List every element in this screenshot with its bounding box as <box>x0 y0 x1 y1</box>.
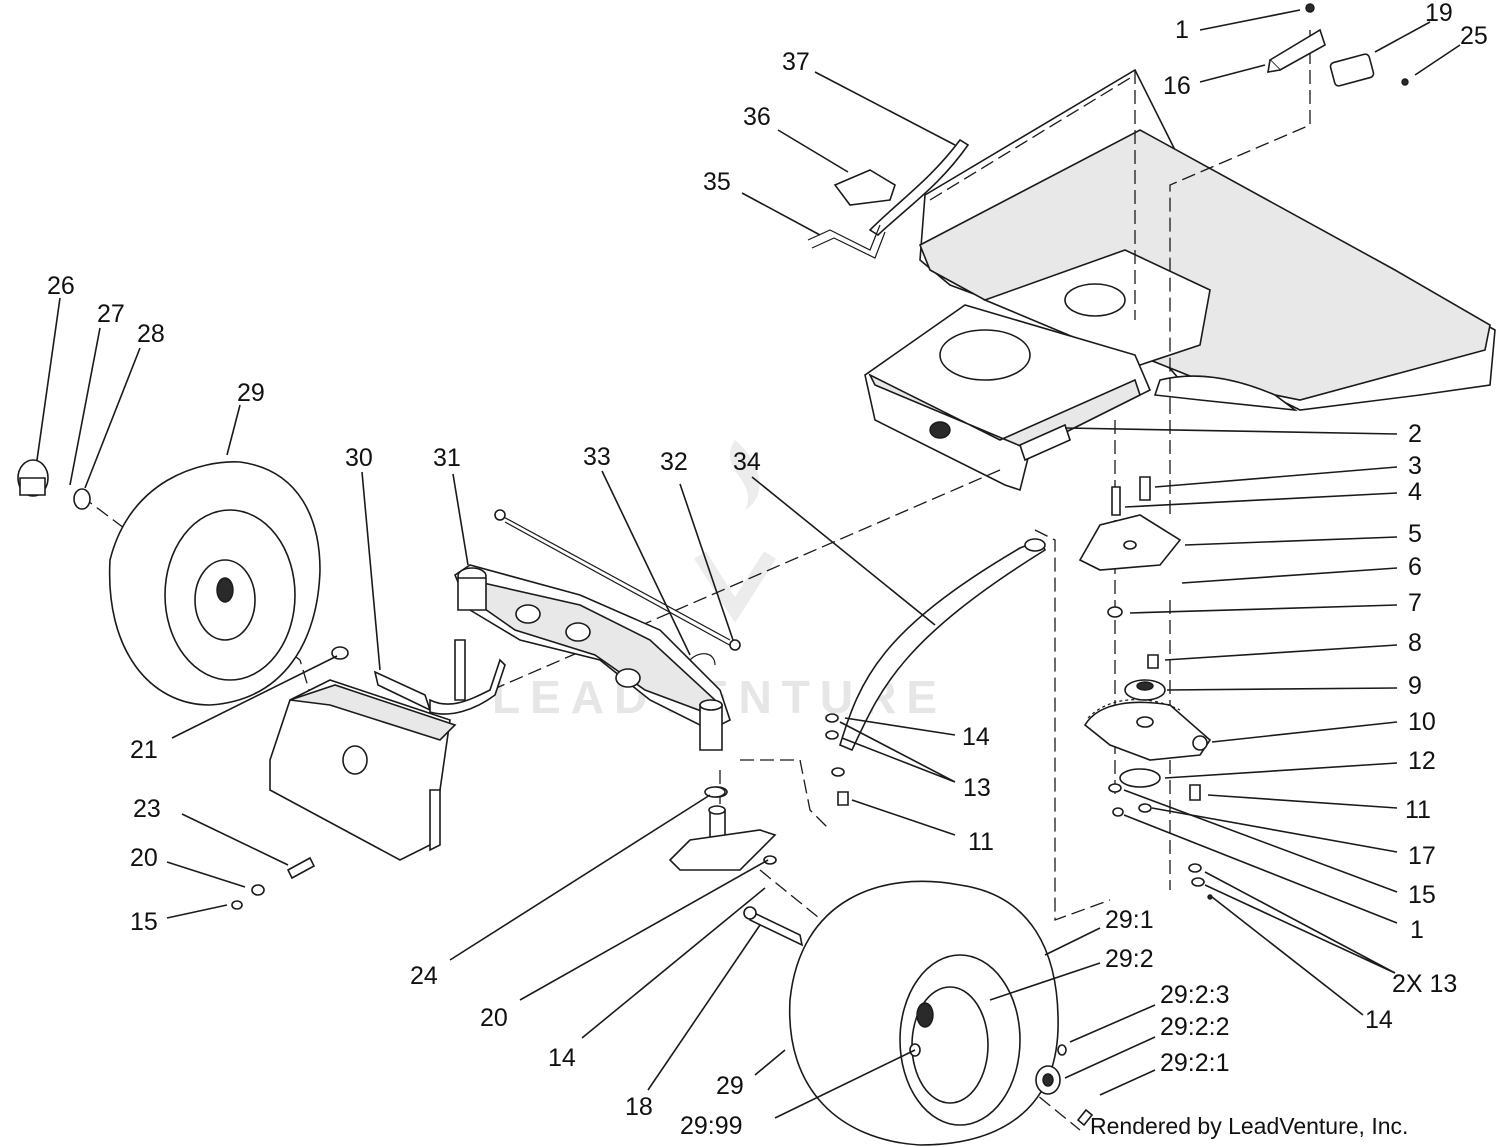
callout-34: 34 <box>733 448 761 476</box>
spindle-30 <box>373 639 506 715</box>
tie-rod-34 <box>839 538 1047 752</box>
callout-29-1: 29:1 <box>1105 906 1154 934</box>
callout-8: 8 <box>1408 629 1422 657</box>
callout-14-right: 14 <box>1365 1006 1393 1034</box>
callout-labels: 1 16 19 25 37 36 35 26 27 28 29 30 31 33… <box>47 0 1488 1140</box>
callout-31: 31 <box>433 444 461 472</box>
callout-23: 23 <box>133 795 161 823</box>
callout-2: 2 <box>1408 420 1422 448</box>
callout-16: 16 <box>1163 72 1191 100</box>
callout-35: 35 <box>703 168 731 196</box>
callout-14-bottom: 14 <box>548 1044 576 1072</box>
front-axle-31 <box>454 564 731 751</box>
callout-15-right: 15 <box>1408 881 1436 909</box>
bracket-36 <box>833 169 896 206</box>
leader-lines <box>36 9 1461 1119</box>
callout-29-2-1: 29:2:1 <box>1160 1049 1230 1077</box>
callout-20-bottom: 20 <box>480 1004 508 1032</box>
render-credit: Rendered by LeadVenture, Inc. <box>1090 1113 1408 1139</box>
callout-25: 25 <box>1460 22 1488 50</box>
callout-33: 33 <box>583 443 611 471</box>
callout-26: 26 <box>47 272 75 300</box>
callout-1: 1 <box>1175 16 1189 44</box>
callout-27: 27 <box>97 300 125 328</box>
callout-5: 5 <box>1408 520 1422 548</box>
bracket-16 <box>1267 3 1326 73</box>
bearing-29-2 <box>1035 1044 1094 1127</box>
callout-12: 12 <box>1408 747 1436 775</box>
rod-37 <box>868 138 970 237</box>
callout-6: 6 <box>1408 553 1422 581</box>
steering-washers <box>1107 606 1166 701</box>
callout-21: 21 <box>130 736 158 764</box>
steering-bolts <box>1111 476 1151 516</box>
washer-28 <box>73 488 91 510</box>
callout-30: 30 <box>345 444 373 472</box>
callout-14-mid: 14 <box>962 723 990 751</box>
callout-18: 18 <box>625 1093 653 1121</box>
callout-28: 28 <box>137 320 165 348</box>
callout-19: 19 <box>1425 0 1453 27</box>
callout-29-left: 29 <box>237 379 265 407</box>
spindle-right <box>668 786 804 947</box>
callout-10: 10 <box>1408 708 1436 736</box>
mid-washers <box>825 713 849 806</box>
wheel-left <box>108 461 321 706</box>
clip-33 <box>689 653 716 666</box>
axle-mount <box>269 679 457 861</box>
callout-29-bottom: 29 <box>716 1072 744 1100</box>
callout-29-99: 29:99 <box>680 1112 743 1140</box>
callout-36: 36 <box>743 103 771 131</box>
callout-4: 4 <box>1408 478 1422 506</box>
washer-24 <box>704 786 726 798</box>
callout-1-right: 1 <box>1410 916 1424 944</box>
bolt-23 <box>231 856 316 910</box>
callout-11-mid: 11 <box>968 828 994 856</box>
callout-9: 9 <box>1408 672 1422 700</box>
wheel-right <box>788 880 1059 1146</box>
steering-lower-parts <box>1108 768 1213 900</box>
callout-11-right: 11 <box>1405 796 1431 824</box>
callout-29-2-2: 29:2:2 <box>1160 1013 1230 1041</box>
callout-20-left: 20 <box>130 844 158 872</box>
callout-29-2-3: 29:2:3 <box>1160 981 1230 1009</box>
callout-17: 17 <box>1408 842 1436 870</box>
hub-cap-26 <box>17 459 49 497</box>
callout-3: 3 <box>1408 452 1422 480</box>
callout-13-mid: 13 <box>963 774 991 802</box>
drag-link <box>494 509 741 651</box>
callout-32: 32 <box>660 448 688 476</box>
switch-19 <box>1329 53 1409 87</box>
frame-chassis <box>864 68 1496 492</box>
callout-2x13: 2X 13 <box>1392 970 1457 998</box>
callout-37: 37 <box>782 48 810 76</box>
callout-29-2: 29:2 <box>1105 945 1154 973</box>
callout-15-left: 15 <box>130 908 158 936</box>
steering-plate-5 <box>1078 514 1182 571</box>
callout-7: 7 <box>1408 589 1422 617</box>
callout-24: 24 <box>410 962 438 990</box>
sector-gear-10 <box>1083 698 1212 761</box>
